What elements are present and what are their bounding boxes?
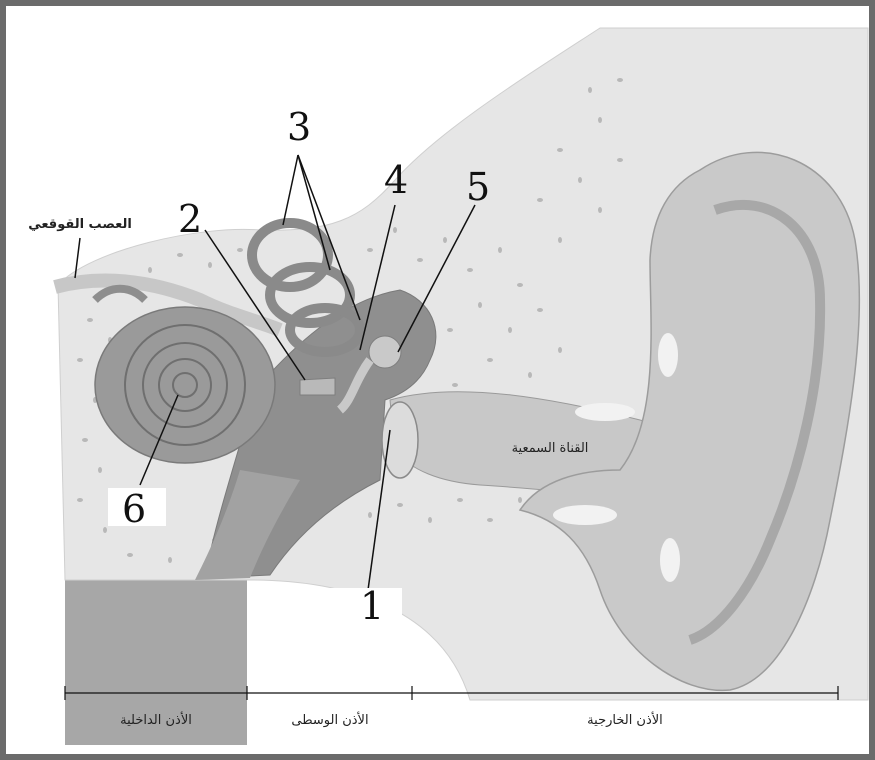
label-2: 2 [178, 197, 202, 241]
malleus [369, 336, 401, 368]
label-3: 3 [287, 105, 311, 149]
region-middle-ear: الأذن الوسطى [291, 711, 368, 728]
ear-canal-label: القناة السمعية [512, 441, 589, 456]
label-5: 5 [466, 165, 490, 209]
eardrum [382, 402, 418, 478]
pinna-highlight [575, 403, 635, 421]
pinna-highlight [658, 333, 678, 377]
cochlear-nerve-label: العصب القوقعي [28, 217, 132, 232]
label-1: 1 [360, 584, 384, 628]
pinna-highlight [660, 538, 680, 582]
label-6: 6 [122, 487, 146, 531]
pinna-highlight [553, 505, 617, 525]
region-outer-ear: الأذن الخارجية [587, 711, 663, 728]
label-4: 4 [384, 158, 408, 202]
region-inner-ear: الأذن الداخلية [120, 711, 192, 728]
stapes [300, 378, 335, 395]
cochlea [95, 307, 275, 463]
